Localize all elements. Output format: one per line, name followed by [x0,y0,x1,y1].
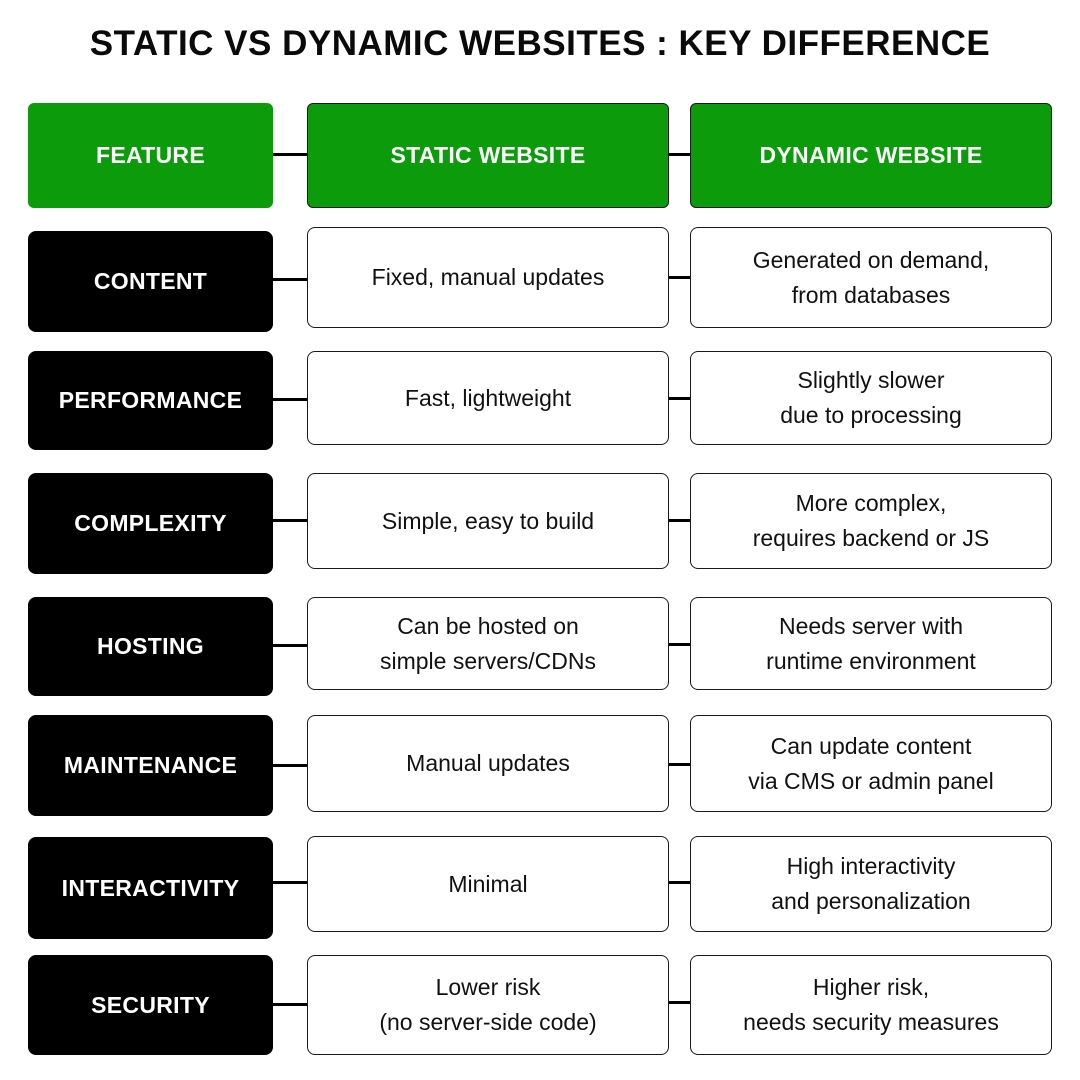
dynamic-cell-hosting: Needs server with runtime environment [690,597,1052,690]
static-cell-interactivity: Minimal [307,836,669,932]
connector-line [272,398,308,401]
connector-line [668,1001,691,1004]
feature-label-hosting: HOSTING [28,597,273,696]
connector-line [668,276,691,279]
header-dynamic-website: DYNAMIC WEBSITE [690,103,1052,208]
static-cell-complexity: Simple, easy to build [307,473,669,569]
feature-label-complexity: COMPLEXITY [28,473,273,574]
connector-line [272,1003,308,1006]
header-static-website: STATIC WEBSITE [307,103,669,208]
static-cell-performance: Fast, lightweight [307,351,669,445]
dynamic-cell-complexity: More complex, requires backend or JS [690,473,1052,569]
dynamic-cell-interactivity: High interactivity and personalization [690,836,1052,932]
connector-line [668,519,691,522]
dynamic-cell-performance: Slightly slower due to processing [690,351,1052,445]
connector-line [272,153,308,156]
connector-line [272,519,308,522]
static-cell-maintenance: Manual updates [307,715,669,812]
connector-line [272,881,308,884]
static-cell-hosting: Can be hosted on simple servers/CDNs [307,597,669,690]
connector-line [272,644,308,647]
connector-line [668,397,691,400]
connector-line [668,643,691,646]
feature-label-interactivity: INTERACTIVITY [28,837,273,939]
dynamic-cell-security: Higher risk, needs security measures [690,955,1052,1055]
feature-label-maintenance: MAINTENANCE [28,715,273,816]
connector-line [668,763,691,766]
connector-line [272,278,308,281]
static-cell-security: Lower risk (no server-side code) [307,955,669,1055]
dynamic-cell-content: Generated on demand, from databases [690,227,1052,328]
connector-line [668,153,691,156]
static-cell-content: Fixed, manual updates [307,227,669,328]
header-feature: FEATURE [28,103,273,208]
feature-label-content: CONTENT [28,231,273,332]
feature-label-security: SECURITY [28,955,273,1055]
feature-label-performance: PERFORMANCE [28,351,273,450]
connector-line [668,881,691,884]
connector-line [272,764,308,767]
page-title: STATIC VS DYNAMIC WEBSITES : KEY DIFFERE… [89,24,991,63]
dynamic-cell-maintenance: Can update content via CMS or admin pane… [690,715,1052,812]
